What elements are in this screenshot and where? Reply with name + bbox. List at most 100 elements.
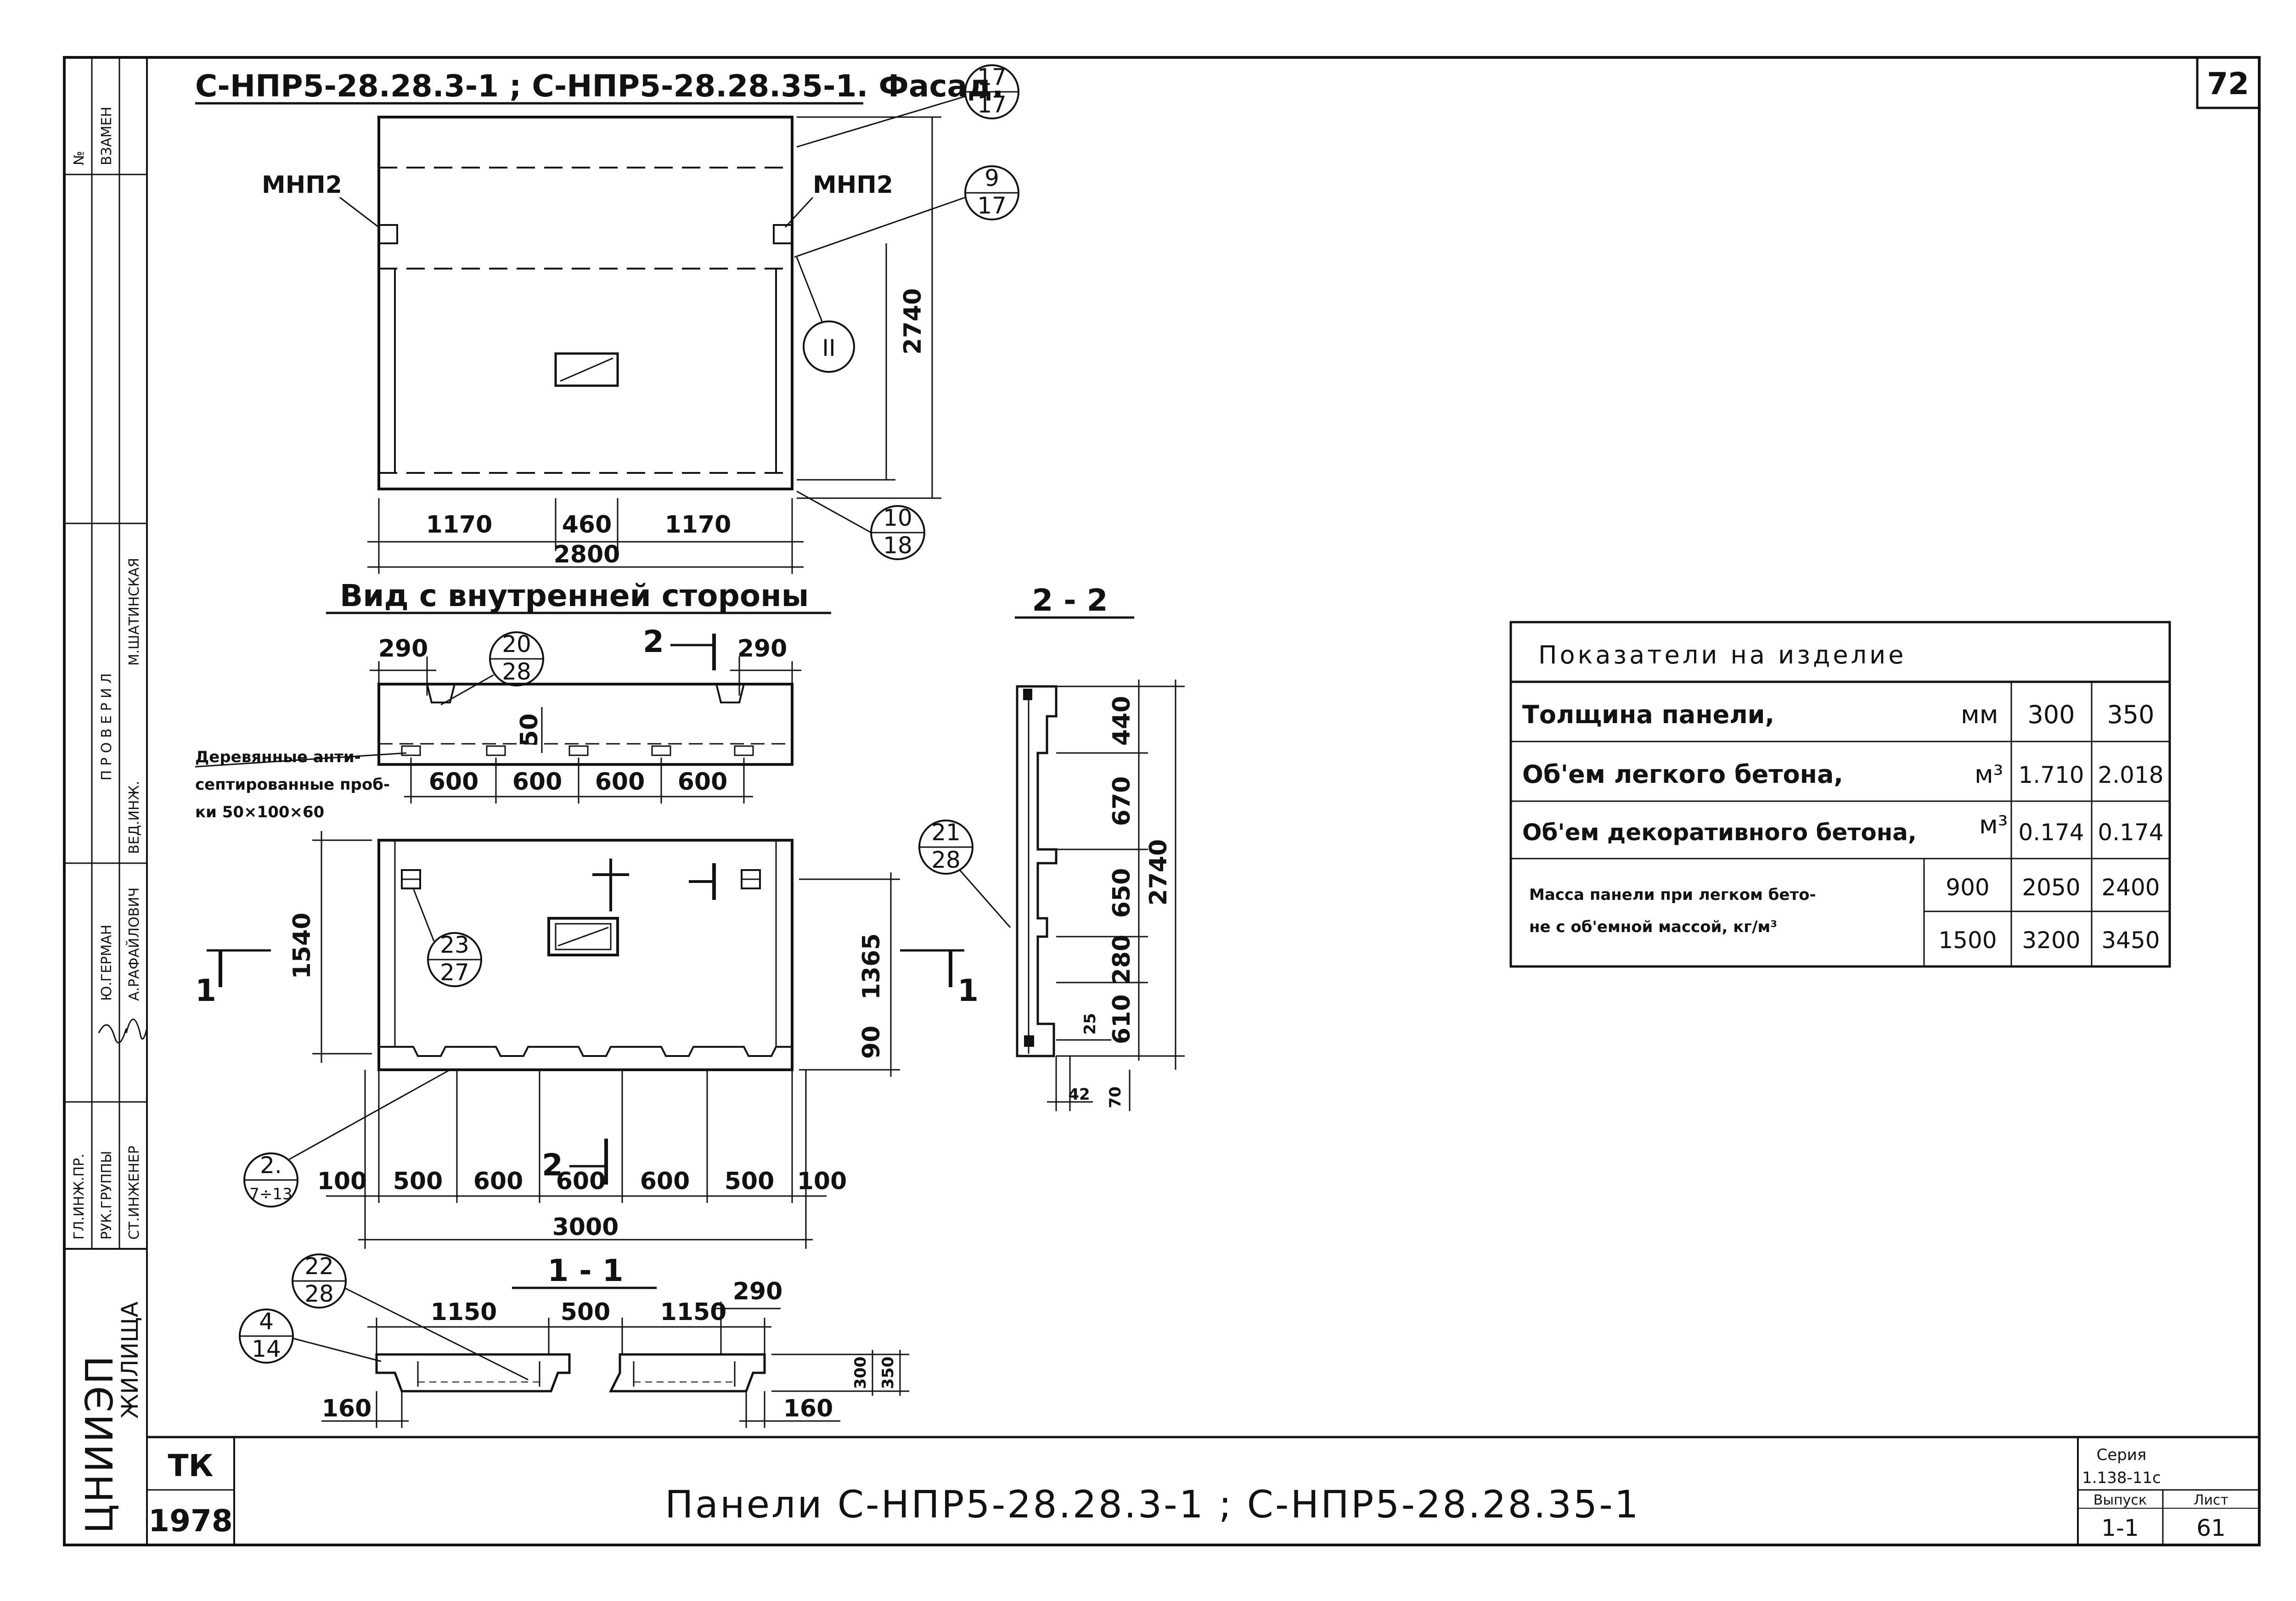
strip-st-inzhener: СТ.ИНЖЕНЕР	[126, 1146, 142, 1240]
tb-title: Панели С-НПР5-28.28.3-1 ; С-НПР5-28.28.3…	[665, 1483, 1640, 1527]
svg-text:17: 17	[977, 192, 1007, 219]
inner-dim-right-height: 1365	[858, 933, 885, 1000]
table-row-2-v350: 2.018	[2098, 762, 2163, 788]
section-22-dim-25: 25	[1081, 1013, 1099, 1034]
inner-bottom-dims-lines	[326, 1070, 827, 1249]
inner-section-mark-top: 2	[643, 624, 664, 659]
inner-dim-right-90: 90	[858, 1026, 885, 1059]
table-row-2-unit: м³	[1975, 760, 2003, 789]
sheet-number-box: 72	[2196, 56, 2261, 109]
inner-bottom-dim-3: 600	[473, 1168, 523, 1195]
section-11-dim-350: 350	[879, 1357, 897, 1389]
section-11-callout-top: 22 28	[292, 1253, 529, 1381]
inner-plugs-top	[401, 745, 754, 756]
section-11-dim-2: 500	[561, 1298, 611, 1326]
section-11-dim-160-right: 160	[783, 1395, 833, 1422]
inner-bottom-dim-1: 100	[317, 1168, 367, 1195]
facade-mark-right: МНП2	[813, 171, 893, 199]
facade-mark-left: МНП2	[262, 171, 342, 199]
section-22-dim-42: 42	[1068, 1085, 1090, 1104]
section-11-callout-left: 4 14	[239, 1308, 382, 1364]
section-22-dim-total: 2740	[1145, 839, 1172, 906]
svg-text:22: 22	[304, 1253, 334, 1280]
inner-dim-top-right: 290	[737, 635, 788, 663]
inner-bottom-dim-4: 600	[556, 1168, 606, 1195]
svg-text:21: 21	[931, 819, 961, 846]
facade-callout-bottom: 10 18	[796, 490, 925, 560]
strip-rafailovich: А.РАФАЙЛОВИЧ	[126, 888, 142, 1001]
inner-dim-600-4: 600	[678, 768, 728, 796]
table-row-3-label: Об'ем декоративного бетона,	[1522, 819, 1917, 846]
svg-text:27: 27	[440, 959, 469, 986]
svg-text:28: 28	[931, 847, 961, 873]
facade-callout-side: II	[796, 257, 855, 373]
indicators-table: Показатели на изделие Толщина панели, мм…	[1509, 621, 2171, 968]
facade-dim-total: 2800	[554, 541, 620, 568]
table-row-1-unit: мм	[1961, 700, 1998, 729]
table-row-2-label: Об'ем легкого бетона,	[1522, 760, 1843, 789]
facade-dim-left: 1170	[426, 511, 493, 539]
inner-callout-top: 20 28	[440, 631, 544, 706]
facade-dim-mid: 460	[562, 511, 612, 539]
table-mass-density-1: 900	[1946, 874, 1989, 901]
section-22-dim-610: 610	[1108, 994, 1136, 1045]
table-mass-v300-1: 2050	[2022, 874, 2080, 901]
tb-tk: ТК	[168, 1448, 214, 1483]
section-22-dim-650: 650	[1108, 868, 1136, 918]
section-11-title: 1 - 1	[547, 1253, 623, 1288]
facade-dim-height: 2740	[899, 288, 927, 355]
inner-bottom-dim-6: 500	[725, 1168, 775, 1195]
strip-vzamen: ВЗАМЕН	[99, 107, 115, 165]
section-22-dim-lines	[1056, 680, 1185, 1070]
left-strip: № ВЗАМЕН П Р О В Е Р И Л М.ШАТИНСКАЯ ВЕД…	[63, 56, 148, 1546]
table-mass-v350-2: 3450	[2101, 927, 2160, 954]
section-11-dim-300: 300	[851, 1357, 870, 1389]
title-block: ТК 1978 Панели С-НПР5-28.28.3-1 ; С-НПР5…	[147, 1436, 2259, 1545]
table-mass-density-2: 1500	[1938, 927, 1997, 954]
plug-note-3: ки 50×100×60	[195, 803, 324, 821]
table-row-3-v350: 0.174	[2098, 819, 2163, 846]
signature-mark	[98, 1024, 127, 1044]
inner-dim-50: 50	[516, 713, 543, 747]
section-22-dim-280: 280	[1108, 935, 1136, 985]
svg-text:20: 20	[502, 631, 531, 657]
tb-series-label: Серия	[2097, 1446, 2147, 1464]
section-22-callout: 21 28	[918, 819, 1011, 928]
inner-section-mark-left: 1	[195, 973, 216, 1008]
tb-series-value: 1.138-11с	[2082, 1469, 2161, 1487]
inner-callout-low: 23 27	[412, 888, 482, 987]
table-row-1-v300: 300	[2027, 700, 2075, 729]
facade-title: С-НПР5-28.28.3-1 ; С-НПР5-28.28.35-1. Фа…	[195, 68, 1003, 104]
inner-dim-600-3: 600	[595, 768, 645, 796]
section-22-title: 2 - 2	[1032, 583, 1108, 618]
inner-section-mark-right: 1	[957, 973, 979, 1008]
tb-issue-value: 1-1	[2101, 1515, 2139, 1541]
table-mass-label-1: Масса панели при легком бето-	[1529, 886, 1816, 904]
svg-text:2.: 2.	[260, 1152, 282, 1179]
tb-issue-label: Выпуск	[2093, 1492, 2147, 1508]
strip-org2: ЖИЛИЩА	[117, 1302, 143, 1419]
strip-no: №	[71, 151, 87, 165]
tb-sheet-label: Лист	[2194, 1492, 2228, 1508]
inner-bottom-dim-2: 500	[393, 1168, 443, 1195]
inner-dim-left-height: 1540	[288, 913, 316, 979]
svg-text:II: II	[822, 335, 836, 361]
section-11-dim-1: 1150	[431, 1298, 497, 1326]
svg-text:4: 4	[259, 1308, 274, 1335]
facade-view: С-НПР5-28.28.3-1 ; С-НПР5-28.28.35-1. Фа…	[195, 64, 1019, 574]
table-row-1-v350: 350	[2107, 700, 2154, 729]
section-22-dim-440: 440	[1108, 696, 1136, 746]
strip-ved-inzh: ВЕД.ИНЖ.	[126, 781, 142, 854]
svg-text:23: 23	[440, 932, 469, 958]
plug-note-2: септированные проб-	[195, 775, 390, 794]
strip-checked: П Р О В Е Р И Л	[99, 673, 115, 781]
strip-org: ЦНИИЭП	[78, 1354, 122, 1534]
inner-dim-600-1: 600	[429, 768, 479, 796]
inner-title: Вид с внутренней стороны	[340, 578, 809, 613]
facade-callout-mid: 9 17	[794, 165, 1019, 258]
svg-text:18: 18	[883, 532, 912, 559]
section-2-2: 2 - 2 440 670 650 280 610 2740 25 42	[918, 583, 1185, 1111]
inner-total-width: 3000	[552, 1213, 619, 1241]
inner-dim-600-2: 600	[512, 768, 563, 796]
